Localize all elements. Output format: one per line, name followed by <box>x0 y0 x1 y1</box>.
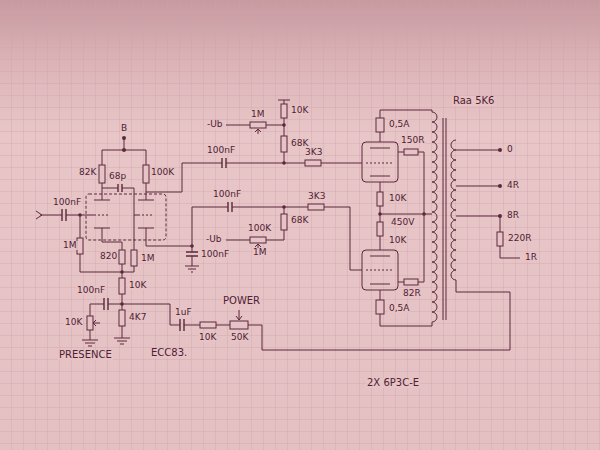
component-value: 100K <box>150 168 175 177</box>
tube-type: ECC83. <box>150 348 188 358</box>
control-name: POWER <box>222 296 261 306</box>
component-value: 68K <box>290 216 309 225</box>
tube-type: 2X 6P3C-E <box>366 378 420 388</box>
component-value: 100nF <box>212 190 242 199</box>
component-value: 100nF <box>206 146 236 155</box>
component-value: 1M <box>140 254 156 263</box>
component-value: 100K <box>247 224 272 233</box>
terminal-label: 0 <box>506 145 514 154</box>
component-value: 0,5A <box>388 304 410 313</box>
terminal-label: 4R <box>506 181 520 190</box>
component-value: 68K <box>290 139 309 148</box>
component-value: 68p <box>108 172 127 181</box>
voltage-label: 450V <box>390 218 415 227</box>
component-value: 4K7 <box>128 313 147 322</box>
supply-label: -Ub <box>206 120 224 129</box>
component-value: 82R <box>402 289 422 298</box>
component-value: 100nF <box>52 198 82 207</box>
component-value: 1M <box>62 241 78 250</box>
supply-label: B <box>120 124 128 133</box>
component-value: 50K <box>230 333 249 342</box>
component-value: 100nF <box>76 286 106 295</box>
component-value: 10K <box>290 106 309 115</box>
component-value: 220R <box>507 234 532 243</box>
control-name: PRESENCE <box>58 350 113 360</box>
component-value: 1M <box>250 110 266 119</box>
wiring <box>36 100 520 350</box>
component-value: 82K <box>78 168 97 177</box>
supply-label: -Ub <box>205 235 223 244</box>
component-value: 1R <box>524 253 538 262</box>
component-value: 150R <box>400 136 425 145</box>
component-value: 3K3 <box>304 148 323 157</box>
component-value: 100nF <box>200 250 230 259</box>
component-value: 10K <box>198 333 217 342</box>
terminal-label: 8R <box>506 211 520 220</box>
component-value: 3K3 <box>307 192 326 201</box>
component-value: 10K <box>128 281 147 290</box>
component-value: 10K <box>388 194 407 203</box>
component-value: 1M <box>252 248 268 257</box>
component-value: 10K <box>388 236 407 245</box>
component-value: 820 <box>99 252 118 261</box>
component-value: Raa 5K6 <box>452 96 495 106</box>
component-value: 0,5A <box>388 120 410 129</box>
junction-dots <box>78 123 502 306</box>
component-value: 1uF <box>174 308 193 317</box>
component-value: 10K <box>64 318 83 327</box>
